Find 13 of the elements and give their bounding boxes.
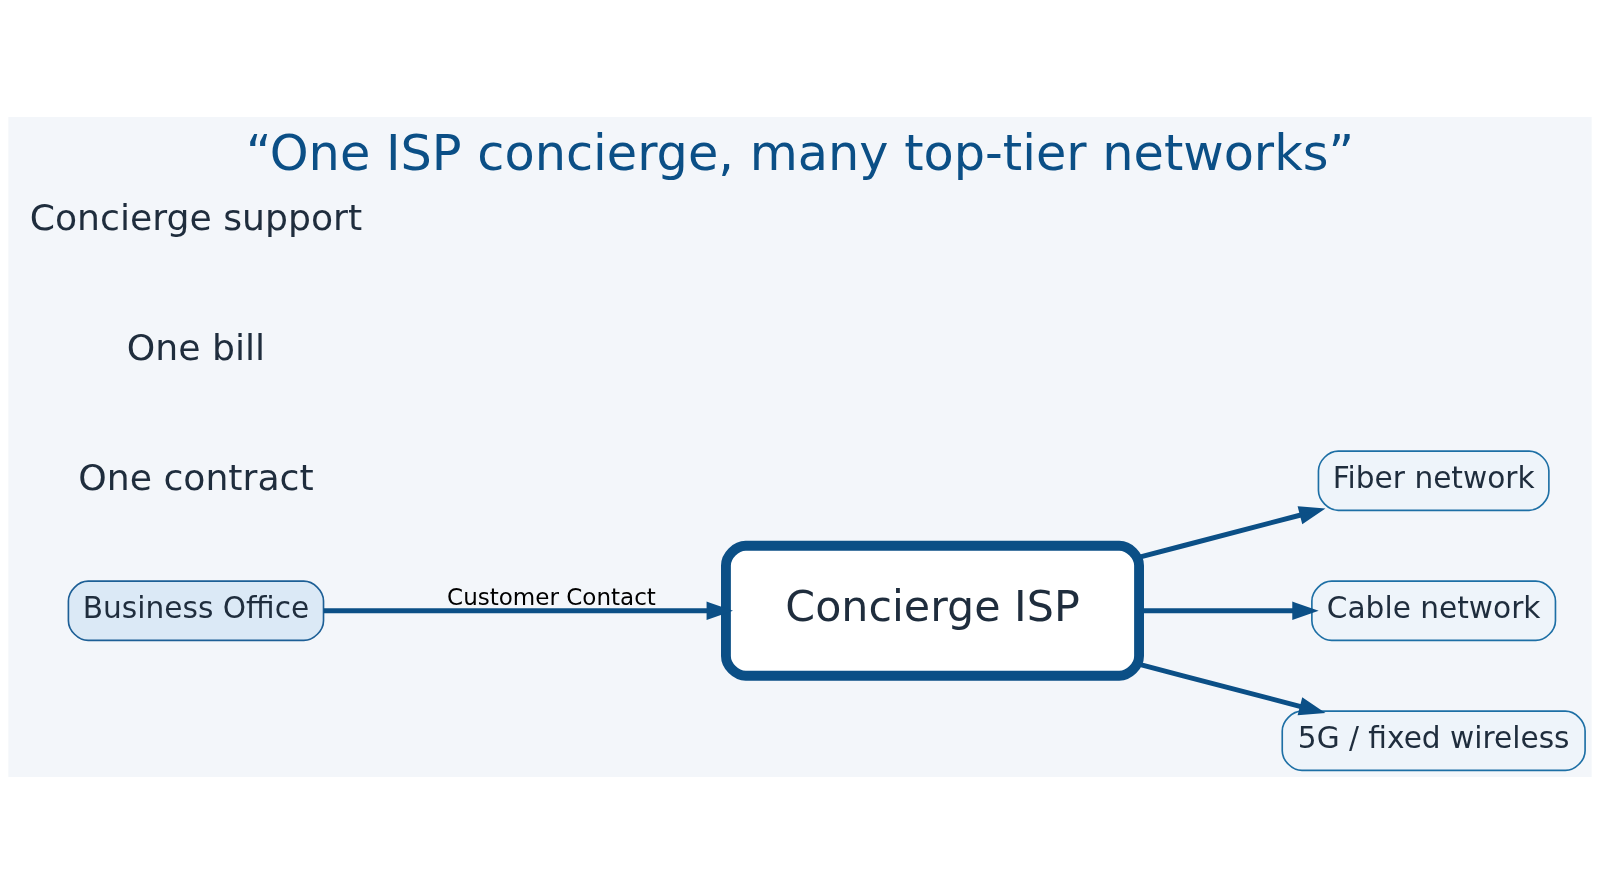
diagram-title: “One ISP concierge, many top-tier networks”	[245, 123, 1355, 182]
arrow	[1138, 505, 1326, 559]
label: One contract	[78, 455, 314, 499]
arrow	[323, 601, 733, 620]
node-box: Business Office	[67, 579, 325, 641]
label: One bill	[126, 325, 266, 369]
label: Concierge support	[29, 195, 363, 239]
arrow	[1138, 661, 1326, 715]
edge-label: Customer Contact	[447, 583, 656, 610]
node-box: Cable network	[1311, 579, 1557, 641]
node-box: Concierge ISP	[721, 540, 1144, 681]
node-box: Fiber network	[1317, 449, 1550, 511]
node-box: 5G / fixed wireless	[1281, 709, 1586, 771]
